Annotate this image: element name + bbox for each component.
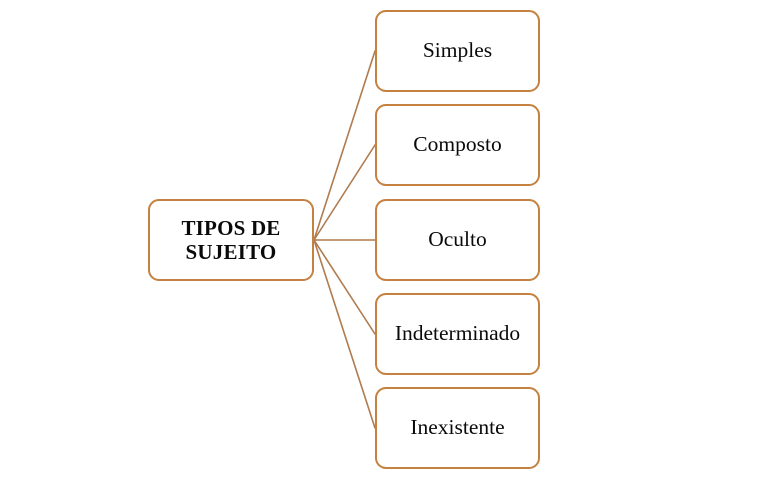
node-simples[interactable]: Simples (375, 10, 540, 92)
connector-5 (313, 239, 376, 429)
node-root-label: TIPOS DE SUJEITO (181, 215, 281, 264)
node-inexistente[interactable]: Inexistente (375, 387, 540, 469)
node-inexistente-label: Inexistente (410, 415, 505, 440)
node-indeterminado[interactable]: Indeterminado (375, 293, 540, 375)
node-indeterminado-label: Indeterminado (394, 321, 521, 346)
node-composto[interactable]: Composto (375, 104, 540, 186)
connector-4 (313, 239, 376, 335)
node-composto-label: Composto (413, 132, 502, 157)
connector-2 (313, 144, 376, 241)
connector-1 (313, 50, 376, 241)
node-root[interactable]: TIPOS DE SUJEITO (148, 199, 314, 281)
node-oculto[interactable]: Oculto (375, 199, 540, 281)
node-oculto-label: Oculto (428, 227, 487, 252)
node-simples-label: Simples (422, 38, 493, 63)
